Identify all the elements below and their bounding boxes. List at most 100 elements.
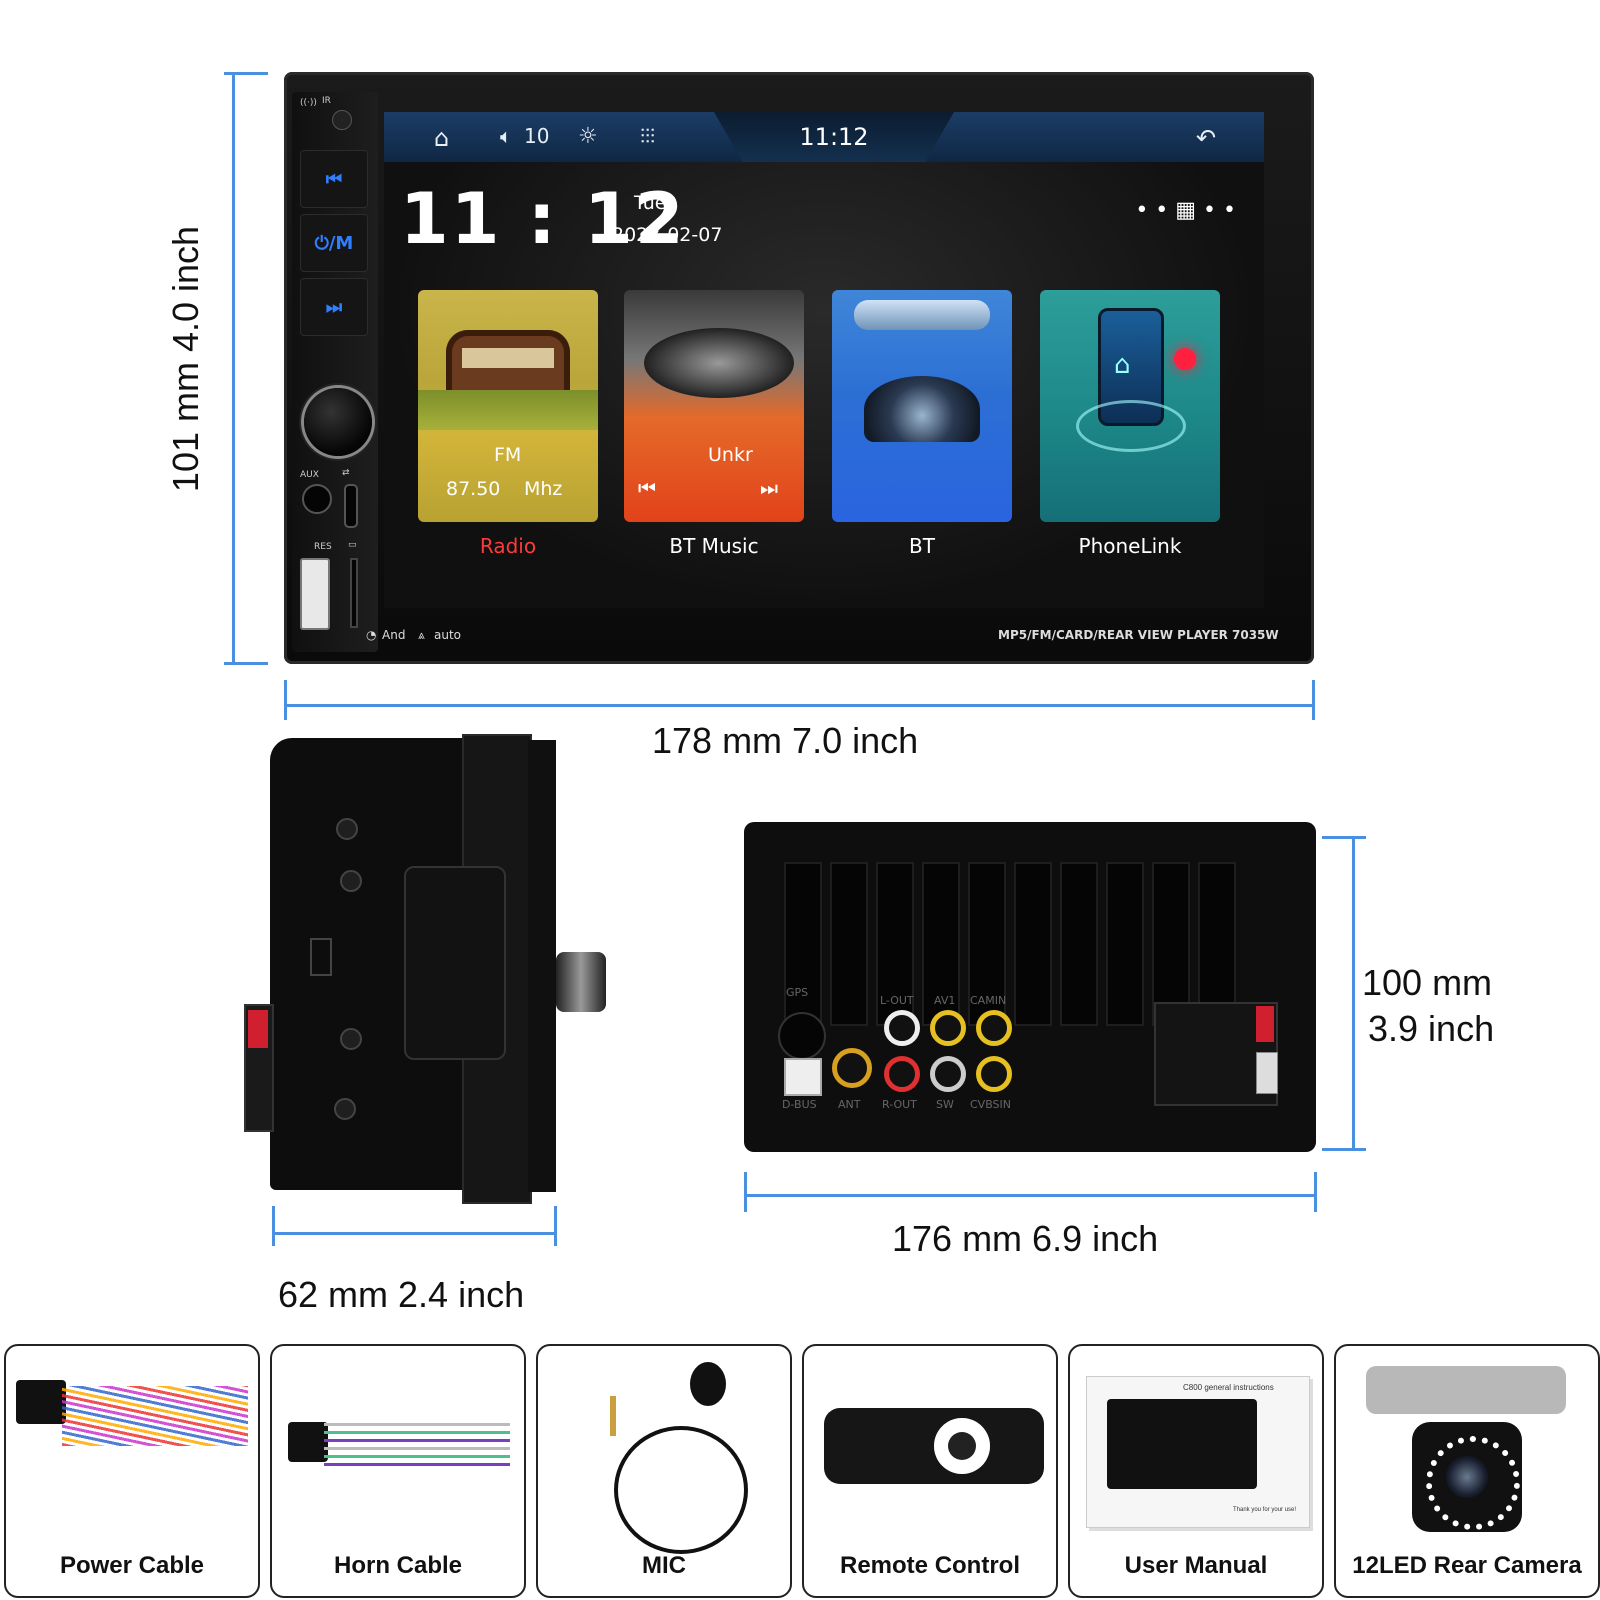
dim-rear-height-line bbox=[1352, 836, 1355, 1150]
accessory-rear-camera: 12LED Rear Camera bbox=[1334, 1344, 1600, 1598]
power-mode-button[interactable]: ⏻/M bbox=[300, 214, 368, 272]
bt-music-prev-icon[interactable]: ⏮ bbox=[638, 476, 656, 500]
dbus-connector bbox=[784, 1058, 822, 1096]
accessory-user-manual: C800 general instructions Thank you for … bbox=[1068, 1344, 1324, 1598]
red-glow bbox=[1174, 348, 1196, 370]
rear-fin bbox=[1060, 862, 1098, 1026]
res-label: RES bbox=[314, 542, 332, 552]
power-cable-image bbox=[16, 1380, 66, 1424]
dim-width-line bbox=[284, 704, 1314, 707]
camera-bracket-image bbox=[1366, 1366, 1566, 1414]
mount-hole-4 bbox=[334, 1098, 356, 1120]
rear-fin bbox=[1152, 862, 1190, 1026]
dim-height-line bbox=[232, 72, 235, 664]
aux-label: AUX bbox=[300, 470, 319, 480]
gps-port bbox=[778, 1012, 826, 1060]
side-connector-red bbox=[248, 1010, 268, 1048]
back-icon[interactable]: ↶ bbox=[1196, 124, 1217, 152]
tile-bt-music-label: BT Music bbox=[669, 534, 759, 558]
rear-fin bbox=[784, 862, 822, 1026]
side-view-knob bbox=[556, 952, 606, 1012]
side-connector bbox=[244, 1004, 274, 1132]
home-clock: 11 : 12 bbox=[400, 178, 686, 260]
label-cvbsin: CVBSIN bbox=[970, 1098, 1012, 1111]
rear-fin bbox=[876, 862, 914, 1026]
status-clock-text: 11:12 bbox=[799, 123, 869, 151]
rca-camin bbox=[976, 1010, 1012, 1046]
label-rout: R-OUT bbox=[882, 1098, 917, 1111]
status-clock: 11:12 bbox=[714, 112, 954, 162]
equalizer-icon[interactable]: ⫶⫶⫶ bbox=[640, 124, 655, 148]
camera-led-ring bbox=[1426, 1436, 1520, 1530]
tile-bt-music[interactable]: Unkr ⏮ ⏭ bbox=[624, 290, 804, 522]
dim-width-cap-left bbox=[284, 680, 287, 720]
aux-port[interactable] bbox=[302, 484, 332, 514]
dim-rear-height-mm: 100 mm bbox=[1362, 962, 1493, 1003]
next-icon: ⏭ bbox=[325, 296, 343, 318]
dim-depth-line bbox=[272, 1232, 556, 1235]
rca-av1 bbox=[930, 1010, 966, 1046]
side-view-faceplate bbox=[528, 740, 556, 1192]
volume-knob[interactable] bbox=[304, 388, 372, 456]
manual-image: C800 general instructions Thank you for … bbox=[1086, 1376, 1310, 1528]
footer-auto: auto bbox=[434, 628, 462, 642]
radio-dial bbox=[462, 348, 554, 368]
mount-hole-2 bbox=[340, 870, 362, 892]
android-auto-icon: ◔ bbox=[366, 628, 377, 642]
tile-phonelink[interactable]: ⌂ bbox=[1040, 290, 1220, 522]
tile-radio[interactable]: FM 87.50 Mhz bbox=[418, 290, 598, 522]
radio-band: FM bbox=[494, 444, 522, 466]
grass bbox=[418, 390, 598, 430]
manual-device-image bbox=[1107, 1399, 1257, 1489]
dim-width-cap-right bbox=[1312, 680, 1315, 720]
dim-height-cap-bottom bbox=[224, 662, 268, 665]
manual-title: C800 general instructions bbox=[1183, 1383, 1274, 1392]
dim-rear-width-line bbox=[744, 1194, 1316, 1197]
brightness-icon[interactable]: ☼ bbox=[578, 124, 598, 149]
prev-icon: ⏮ bbox=[325, 168, 343, 190]
next-button[interactable]: ⏭ bbox=[300, 278, 368, 336]
bt-music-next-icon[interactable]: ⏭ bbox=[760, 476, 778, 500]
status-bar: ⌂ 🔈︎ 10 ☼ ⫶⫶⫶ 11:12 ↶ bbox=[384, 112, 1264, 162]
accessory-label: 12LED Rear Camera bbox=[1352, 1552, 1582, 1579]
rca-sw bbox=[930, 1056, 966, 1092]
apps-grid-icon[interactable]: • • ▦ • • bbox=[1135, 198, 1236, 223]
rear-fin bbox=[922, 862, 960, 1026]
prev-button[interactable]: ⏮ bbox=[300, 150, 368, 208]
footer-and: And bbox=[382, 628, 406, 642]
rca-lout bbox=[884, 1010, 920, 1046]
volume-icon[interactable]: 🔈︎ bbox=[500, 124, 512, 148]
rear-red-connector bbox=[1256, 1006, 1274, 1042]
touch-screen: ⌂ 🔈︎ 10 ☼ ⫶⫶⫶ 11:12 ↶ 11 : 12 Tues 2023-… bbox=[384, 112, 1264, 608]
rear-view-chassis: GPS L-OUT AV1 CAMIN D-BUS ANT R-OUT SW C… bbox=[744, 822, 1316, 1152]
mic-icon: ((·)) bbox=[300, 98, 317, 108]
home-day: Tues bbox=[634, 192, 677, 214]
label-lout: L-OUT bbox=[880, 994, 914, 1007]
accessory-label: User Manual bbox=[1124, 1552, 1268, 1579]
dim-rear-width-cap-left bbox=[744, 1172, 747, 1212]
ir-label: IR bbox=[322, 96, 331, 106]
horn-cable-wires bbox=[324, 1420, 510, 1466]
mount-hole-1 bbox=[336, 818, 358, 840]
rear-usb-port bbox=[1256, 1052, 1278, 1094]
vinyl-image bbox=[644, 328, 794, 398]
home-icon[interactable]: ⌂ bbox=[434, 124, 450, 152]
sd-card-slot[interactable] bbox=[350, 558, 358, 628]
head-unit-front: ((·)) IR ⏮ ⏻/M ⏭ AUX ⇄ RES ▭ ⌂ 🔈︎ 10 ☼ ⫶… bbox=[284, 72, 1314, 664]
usb-c-port[interactable] bbox=[344, 484, 358, 528]
side-view-bracket bbox=[404, 734, 532, 1204]
label-sw: SW bbox=[936, 1098, 954, 1111]
footer-model-desc: MP5/FM/CARD/REAR VIEW PLAYER bbox=[998, 628, 1228, 642]
tile-bt[interactable] bbox=[832, 290, 1012, 522]
usb-port[interactable] bbox=[300, 558, 330, 630]
bracket-plate bbox=[404, 866, 506, 1060]
radio-unit: Mhz bbox=[524, 478, 563, 500]
accessory-label: Remote Control bbox=[840, 1552, 1020, 1579]
accessory-horn-cable: Horn Cable bbox=[270, 1344, 526, 1598]
radio-frequency: 87.50 bbox=[446, 478, 501, 500]
label-ant: ANT bbox=[838, 1098, 861, 1111]
usb-charge-icon: ⇄ bbox=[342, 468, 350, 478]
dim-rear-width-label: 176 mm 6.9 inch bbox=[892, 1218, 1159, 1259]
label-av1: AV1 bbox=[934, 994, 956, 1007]
label-camin: CAMIN bbox=[970, 994, 1007, 1007]
